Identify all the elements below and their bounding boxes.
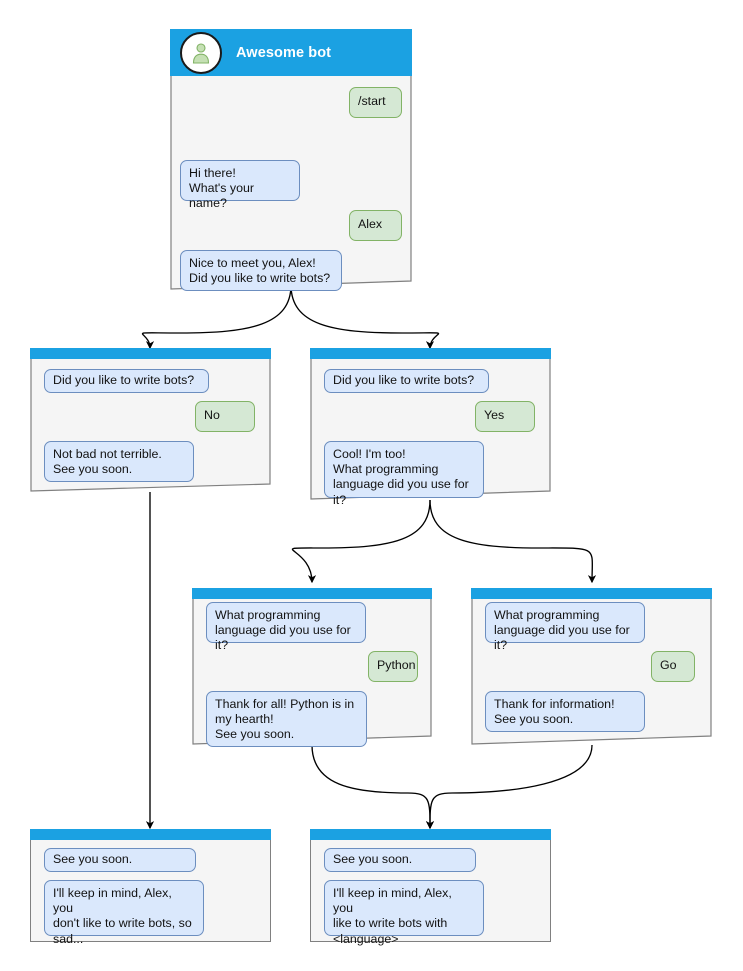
edge-python-to-end-happy (311, 744, 435, 830)
edge-yes-to-python (291, 499, 431, 584)
message-bubble-user: Go (651, 651, 695, 682)
node-go-branch-header (471, 588, 712, 599)
node-yes-branch-header (310, 348, 551, 359)
message-bubble-user: Alex (349, 210, 402, 241)
message-bubble-bot: Cool! I'm too! What programming language… (324, 441, 484, 507)
edge-go-to-end-happy (425, 744, 593, 830)
node-end-happy[interactable]: See you soon. I'll keep in mind, Alex, y… (310, 829, 551, 946)
node-go-branch[interactable]: What programming language did you use fo… (471, 588, 712, 745)
node-yes-branch[interactable]: Did you like to write bots? Yes Cool! I'… (310, 348, 551, 507)
person-avatar-icon (180, 31, 222, 74)
message-bubble-user: /start (349, 87, 402, 118)
node-python-branch-body: What programming language did you use fo… (192, 599, 432, 747)
node-no-branch[interactable]: Did you like to write bots? No Not bad n… (30, 348, 271, 492)
message-bubble-bot: I'll keep in mind, Alex, you don't like … (44, 880, 204, 946)
message-bubble-bot: Not bad not terrible. See you soon. (44, 441, 194, 482)
node-python-branch-header (192, 588, 432, 599)
message-bubble-user: Python (368, 651, 418, 682)
edge-yes-to-go (429, 499, 597, 584)
node-end-happy-header (310, 829, 551, 840)
node-end-happy-body: See you soon. I'll keep in mind, Alex, y… (310, 840, 551, 946)
message-bubble-bot: What programming language did you use fo… (206, 602, 366, 652)
node-root-header: Awesome bot (170, 29, 412, 76)
message-bubble-bot: Did you like to write bots? (324, 369, 489, 393)
bot-title: Awesome bot (236, 44, 332, 61)
node-end-sad-body: See you soon. I'll keep in mind, Alex, y… (30, 840, 271, 946)
message-bubble-bot: Did you like to write bots? (44, 369, 209, 393)
message-bubble-bot: Hi there! What's your name? (180, 160, 300, 210)
node-yes-branch-body: Did you like to write bots? Yes Cool! I'… (310, 359, 551, 507)
message-bubble-bot: Nice to meet you, Alex! Did you like to … (180, 250, 342, 291)
message-bubble-bot: Thank for information! See you soon. (485, 691, 645, 732)
node-root-body: /start Hi there! What's your name? Alex … (170, 76, 412, 291)
node-end-sad-header (30, 829, 271, 840)
node-no-branch-body: Did you like to write bots? No Not bad n… (30, 359, 271, 492)
message-bubble-bot: Thank for all! Python is in my hearth! S… (206, 691, 367, 747)
node-python-branch[interactable]: What programming language did you use fo… (192, 588, 432, 747)
node-end-sad[interactable]: See you soon. I'll keep in mind, Alex, y… (30, 829, 271, 946)
node-no-branch-header (30, 348, 271, 359)
edge-root-to-no (141, 284, 292, 350)
message-bubble-bot: See you soon. (324, 848, 476, 872)
message-bubble-user: Yes (475, 401, 535, 432)
message-bubble-bot: I'll keep in mind, Alex, you like to wri… (324, 880, 484, 946)
message-bubble-user: No (195, 401, 255, 432)
message-bubble-bot: See you soon. (44, 848, 196, 872)
node-go-branch-body: What programming language did you use fo… (471, 599, 712, 745)
node-root[interactable]: Awesome bot /start Hi there! What's your… (170, 29, 412, 291)
edge-root-to-yes (290, 284, 440, 350)
message-bubble-bot: What programming language did you use fo… (485, 602, 645, 652)
